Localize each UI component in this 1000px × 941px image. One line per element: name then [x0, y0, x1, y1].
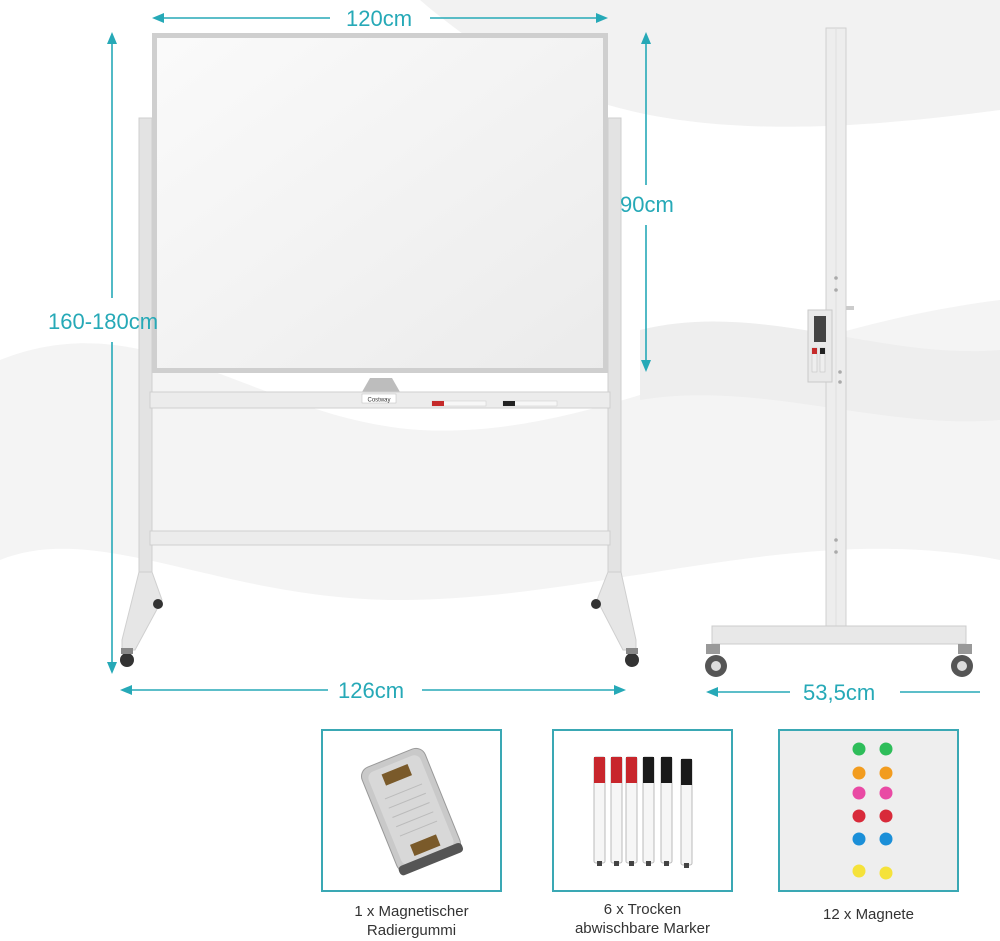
dimension-board-width: 120cm — [346, 6, 413, 31]
accessory-magnets-line1: 12 x Magnete — [823, 906, 914, 923]
dimension-stand-width: 126cm — [338, 678, 405, 703]
dimension-stand-depth: 53,5cm — [803, 680, 876, 705]
accessory-eraser-line1: 1 x Magnetischer — [354, 903, 469, 920]
dimension-total-height: 160-180cm — [48, 309, 159, 334]
accessory-magnets-label: 12 x Magnete — [768, 905, 969, 924]
whiteboard-front-view: Costway — [107, 13, 651, 695]
accessory-markers-line2: abwischbare Marker — [574, 920, 711, 937]
accessory-magnets-box — [778, 729, 959, 892]
accessory-markers-line1: 6 x Trocken — [603, 901, 682, 918]
eraser-image — [361, 747, 464, 876]
dimension-board-height: 90cm — [620, 192, 674, 217]
magnets-image — [780, 731, 957, 890]
whiteboard-side-view — [705, 27, 980, 697]
accessory-eraser-label: 1 x Magnetischer Radiergummi — [311, 902, 512, 940]
accessory-markers-label: 6 x Trocken abwischbare Marker — [542, 900, 743, 938]
markers-image — [593, 756, 693, 868]
accessory-eraser-line2: Radiergummi — [366, 922, 457, 939]
accessory-markers-box — [552, 729, 733, 892]
brand-logo: Costway — [367, 398, 390, 404]
accessory-eraser-box — [321, 729, 502, 892]
